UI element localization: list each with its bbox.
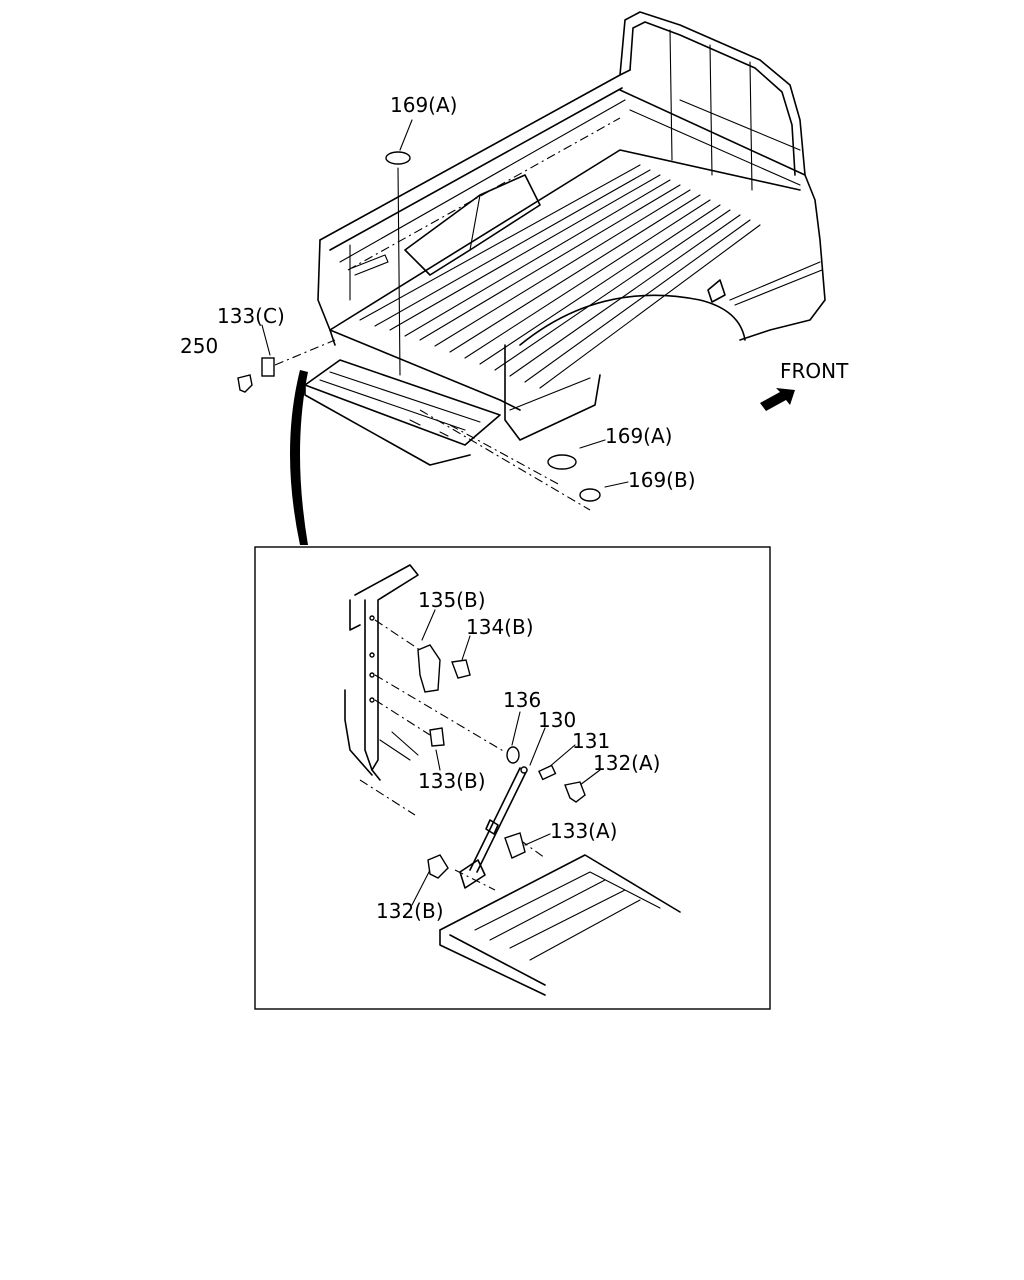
arrow-icon <box>760 388 795 411</box>
plug-169b <box>579 488 601 502</box>
callout-133b: 133(B) <box>418 769 486 793</box>
washer-136 <box>506 746 520 764</box>
callout-250: 250 <box>180 334 218 358</box>
grommet-169a-right <box>547 454 577 470</box>
callout-131: 131 <box>572 729 610 753</box>
bolt-132a <box>564 781 586 803</box>
grommet-169a-top <box>385 151 411 165</box>
callout-169b: 169(B) <box>628 468 696 492</box>
bolt-134b <box>451 659 471 679</box>
callout-132b: 132(B) <box>376 899 444 923</box>
detail-frame <box>254 546 771 1010</box>
detail-illustration <box>344 564 681 996</box>
bracket-135b <box>417 644 441 693</box>
detail-parts <box>417 644 586 879</box>
callout-134b: 134(B) <box>466 615 534 639</box>
front-direction: FRONT <box>760 359 849 411</box>
callout-130: 130 <box>538 708 576 732</box>
part-131 <box>538 764 557 781</box>
front-label: FRONT <box>780 359 849 383</box>
bracket-133a <box>504 832 526 859</box>
bracket-133b <box>429 727 445 747</box>
bolt-250 <box>237 374 253 393</box>
bracket-133c <box>261 357 275 377</box>
callout-135b: 135(B) <box>418 588 486 612</box>
callout-133a: 133(A) <box>550 819 617 843</box>
main-leader-lines <box>261 167 591 545</box>
bolt-132b <box>427 854 449 879</box>
callout-136: 136 <box>503 688 541 712</box>
detail-connector <box>290 370 308 545</box>
callout-169a-right: 169(A) <box>605 424 672 448</box>
main-parts <box>237 151 601 502</box>
callout-132a: 132(A) <box>593 751 660 775</box>
callout-169a-top: 169(A) <box>390 93 457 117</box>
detail-leader-lines <box>374 609 601 906</box>
truck-bed-illustration <box>304 11 826 466</box>
callout-133c: 133(C) <box>217 304 285 328</box>
